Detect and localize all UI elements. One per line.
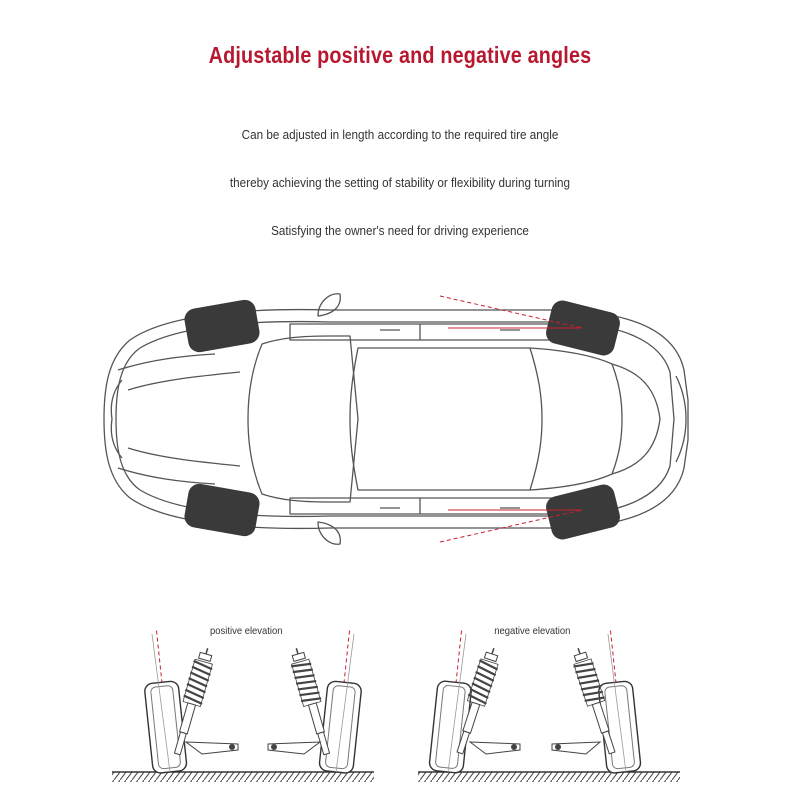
negative-left-wheel — [428, 630, 472, 774]
angle-line-top-dashed — [439, 295, 583, 329]
side-mirror-bottom — [317, 521, 341, 545]
description-line-1: Can be adjusted in length according to t… — [241, 127, 559, 142]
ground-left — [112, 771, 374, 782]
description-line-3: Satisfying the owner's need for driving … — [271, 223, 529, 238]
rear-left-tire — [546, 300, 620, 356]
front-right-tire — [184, 483, 260, 537]
roof — [349, 347, 543, 491]
positive-elevation-label: positive elevation — [210, 625, 283, 637]
windshield — [247, 335, 359, 503]
page-title: Adjustable positive and negative angles — [208, 42, 592, 68]
front-left-tire — [184, 299, 260, 353]
description-line-2: thereby achieving the setting of stabili… — [229, 175, 571, 190]
car-top-view-illustration — [103, 293, 689, 545]
rear-right-tire — [546, 484, 620, 540]
side-mirror-top — [317, 293, 341, 317]
camber-diagrams — [112, 630, 680, 782]
negative-elevation-label: negative elevation — [494, 625, 571, 637]
ground-right — [418, 771, 680, 782]
angle-line-bottom-dashed — [439, 509, 583, 543]
